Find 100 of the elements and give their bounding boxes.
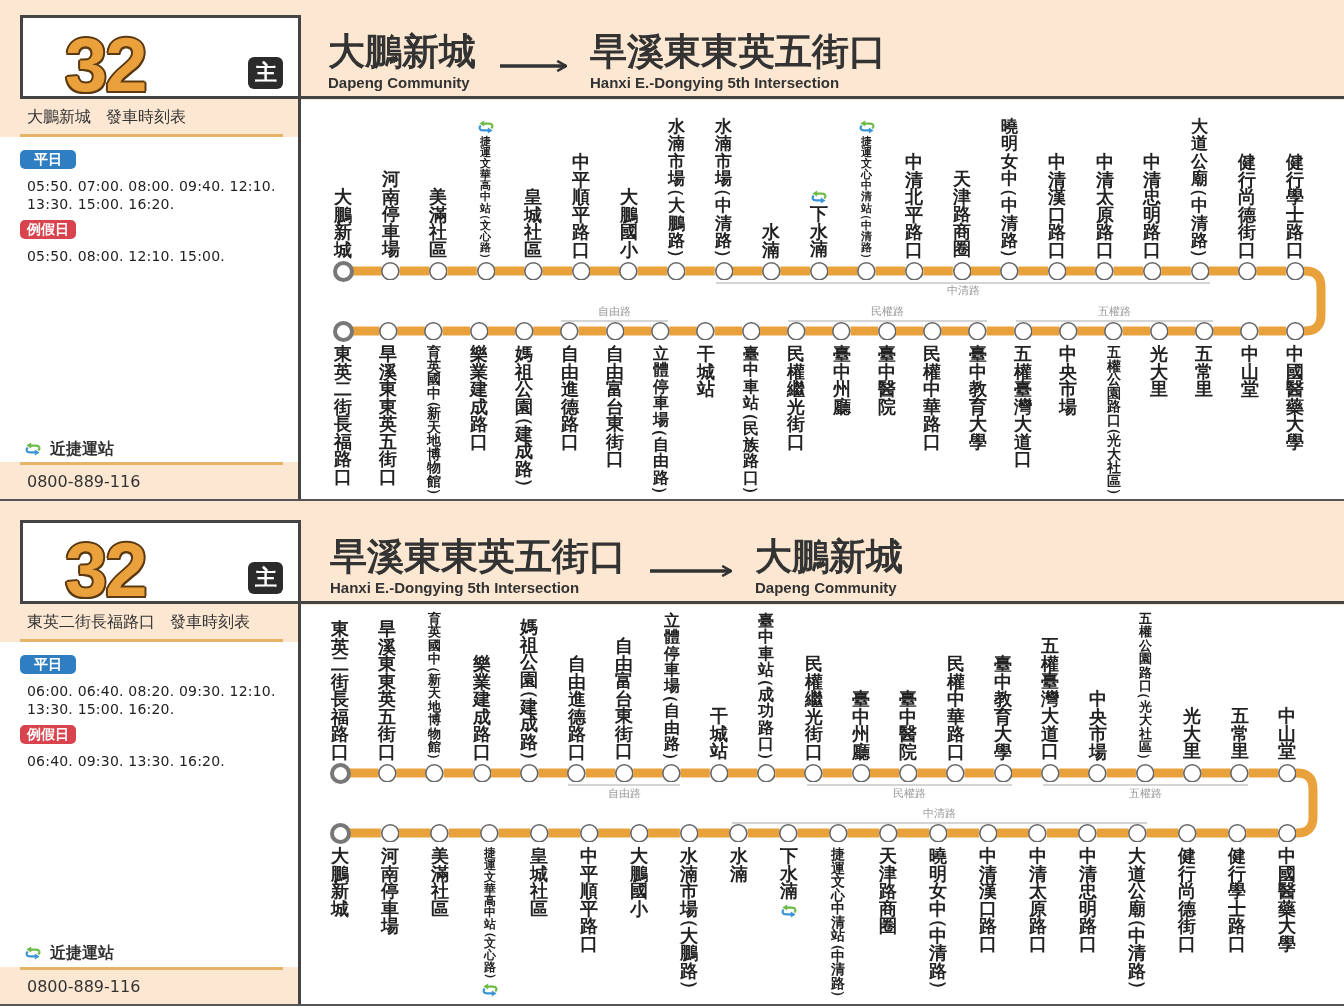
route-line — [1153, 768, 1184, 778]
route-line — [850, 326, 878, 336]
stop-name: 水湳 — [762, 224, 780, 259]
stop-name: 水湳市場（中清路） — [715, 118, 733, 259]
stop-circle — [1142, 261, 1162, 281]
stop-circle — [560, 321, 579, 341]
stop-name: 中清太原路口 — [1028, 848, 1047, 953]
route-line — [1213, 326, 1241, 336]
route-line — [1208, 266, 1239, 276]
stop-name: 立體停車場（自由路） — [663, 613, 680, 762]
route-line — [637, 266, 668, 276]
stop-circle — [741, 321, 761, 341]
stop-circle — [762, 261, 781, 281]
stop-title: 旱溪東東英五街口 — [590, 33, 886, 72]
route-line — [1246, 828, 1278, 838]
route-line — [548, 828, 581, 838]
stop-circle — [1285, 321, 1305, 341]
stop-circle — [666, 261, 686, 281]
stop-circle — [1040, 763, 1060, 783]
stop-circle — [928, 823, 948, 843]
stop-name: 光大里 — [1150, 346, 1168, 399]
stop-name: 臺中州廳 — [851, 691, 870, 761]
stop-name: 美滿社區 — [430, 848, 449, 918]
street-label: 自由路 — [598, 305, 631, 319]
route-line — [396, 768, 426, 778]
stop-name: 自由富台東街口 — [615, 638, 633, 761]
stop-name: 臺中教育大學 — [993, 656, 1012, 761]
route-line — [1066, 266, 1096, 276]
street-label: 中清路 — [923, 807, 956, 821]
stop-circle — [714, 261, 734, 281]
street-label: 民權路 — [871, 305, 904, 319]
route-line — [648, 828, 680, 838]
stop-circle — [1183, 763, 1202, 783]
stop-circle — [629, 823, 649, 843]
street-label: 民權路 — [893, 787, 926, 801]
stop-name: 中山堂 — [1240, 346, 1259, 399]
route-line — [442, 326, 470, 336]
stop-name: 自由進德路口 — [567, 656, 586, 761]
route-line — [590, 266, 620, 276]
route-line — [947, 828, 979, 838]
stop-circle — [579, 823, 599, 843]
stop-circle — [1277, 763, 1297, 783]
stop-name: 民權中華路口 — [923, 346, 941, 451]
stop-name: 樂業建成路口 — [473, 656, 491, 761]
route-line — [1248, 768, 1278, 778]
stop-name: 曉明女中（中清路） — [1000, 118, 1019, 259]
stop-circle — [469, 321, 489, 341]
route-line — [491, 768, 521, 778]
stop-name: 中清忠明路口 — [1078, 848, 1097, 953]
stop-name: 臺中醫院 — [878, 346, 896, 416]
route-line — [964, 768, 994, 778]
stop-name: 中山堂 — [1278, 708, 1296, 761]
route-line — [805, 326, 833, 336]
street-label: 自由路 — [607, 787, 641, 801]
route-line — [598, 828, 631, 838]
footer-band: 0800-889-116 — [0, 967, 298, 1004]
route-line — [1032, 326, 1060, 336]
arrow — [500, 59, 568, 73]
route-line — [1196, 828, 1229, 838]
stop-name: 媽祖公園（建成路） — [515, 346, 533, 488]
route-line — [822, 768, 852, 778]
terminal-circle — [329, 762, 351, 784]
stop-circle — [424, 321, 443, 341]
stop-name: 大鵬國小 — [630, 848, 648, 918]
route-line — [727, 768, 758, 778]
route-line — [685, 266, 715, 276]
stop-name: 旱溪東東英五街口 — [379, 346, 397, 486]
departure-times: 05:50. 07:00. 08:00. 09:40. 12:10. 13:30. 15:00. 16:20. — [27, 177, 277, 213]
route-number: 32 — [65, 27, 146, 103]
route-line — [1201, 768, 1231, 778]
day-badge: 平日 — [20, 150, 76, 169]
departure-times: 05:50. 08:00. 12:10. 15:00. — [27, 247, 226, 265]
route-type-badge: 主 — [248, 562, 283, 594]
route-line — [1011, 768, 1042, 778]
stop-name: 健行尚德街口 — [1238, 154, 1256, 259]
stop-circle — [428, 261, 448, 281]
route-line — [624, 326, 652, 336]
stop-circle — [1240, 321, 1259, 341]
stop-name: 捷運文心中清站（中清路） — [861, 136, 873, 260]
stop-name: 曉明女中（中清路） — [929, 848, 947, 990]
stop-circle — [1078, 823, 1097, 843]
stop-name: 健行尚德街口 — [1178, 848, 1196, 953]
stop-title: 大鵬新城 — [755, 538, 903, 577]
stop-name: 育英國中（新天地博物館） — [428, 612, 442, 761]
stop-circle — [530, 823, 549, 843]
stop-name: 育英國中（新天地博物館） — [426, 346, 441, 496]
stop-name: 中清漢口路口 — [1048, 154, 1066, 259]
stop-name: 五常里 — [1195, 346, 1213, 399]
stop-name: 天津路商圈 — [879, 848, 897, 936]
stop-circle — [1230, 763, 1249, 783]
stop-circle — [804, 763, 823, 783]
legend-label: 近捷運站 — [50, 944, 114, 962]
route-box — [20, 520, 301, 604]
route-line — [875, 266, 906, 276]
stop-name: 河南停車場 — [381, 171, 400, 259]
route-line — [869, 768, 900, 778]
route-line — [1077, 326, 1105, 336]
stop-name: 中央市場 — [1059, 346, 1077, 416]
stop-circle — [571, 261, 591, 281]
stop-circle — [756, 763, 776, 783]
